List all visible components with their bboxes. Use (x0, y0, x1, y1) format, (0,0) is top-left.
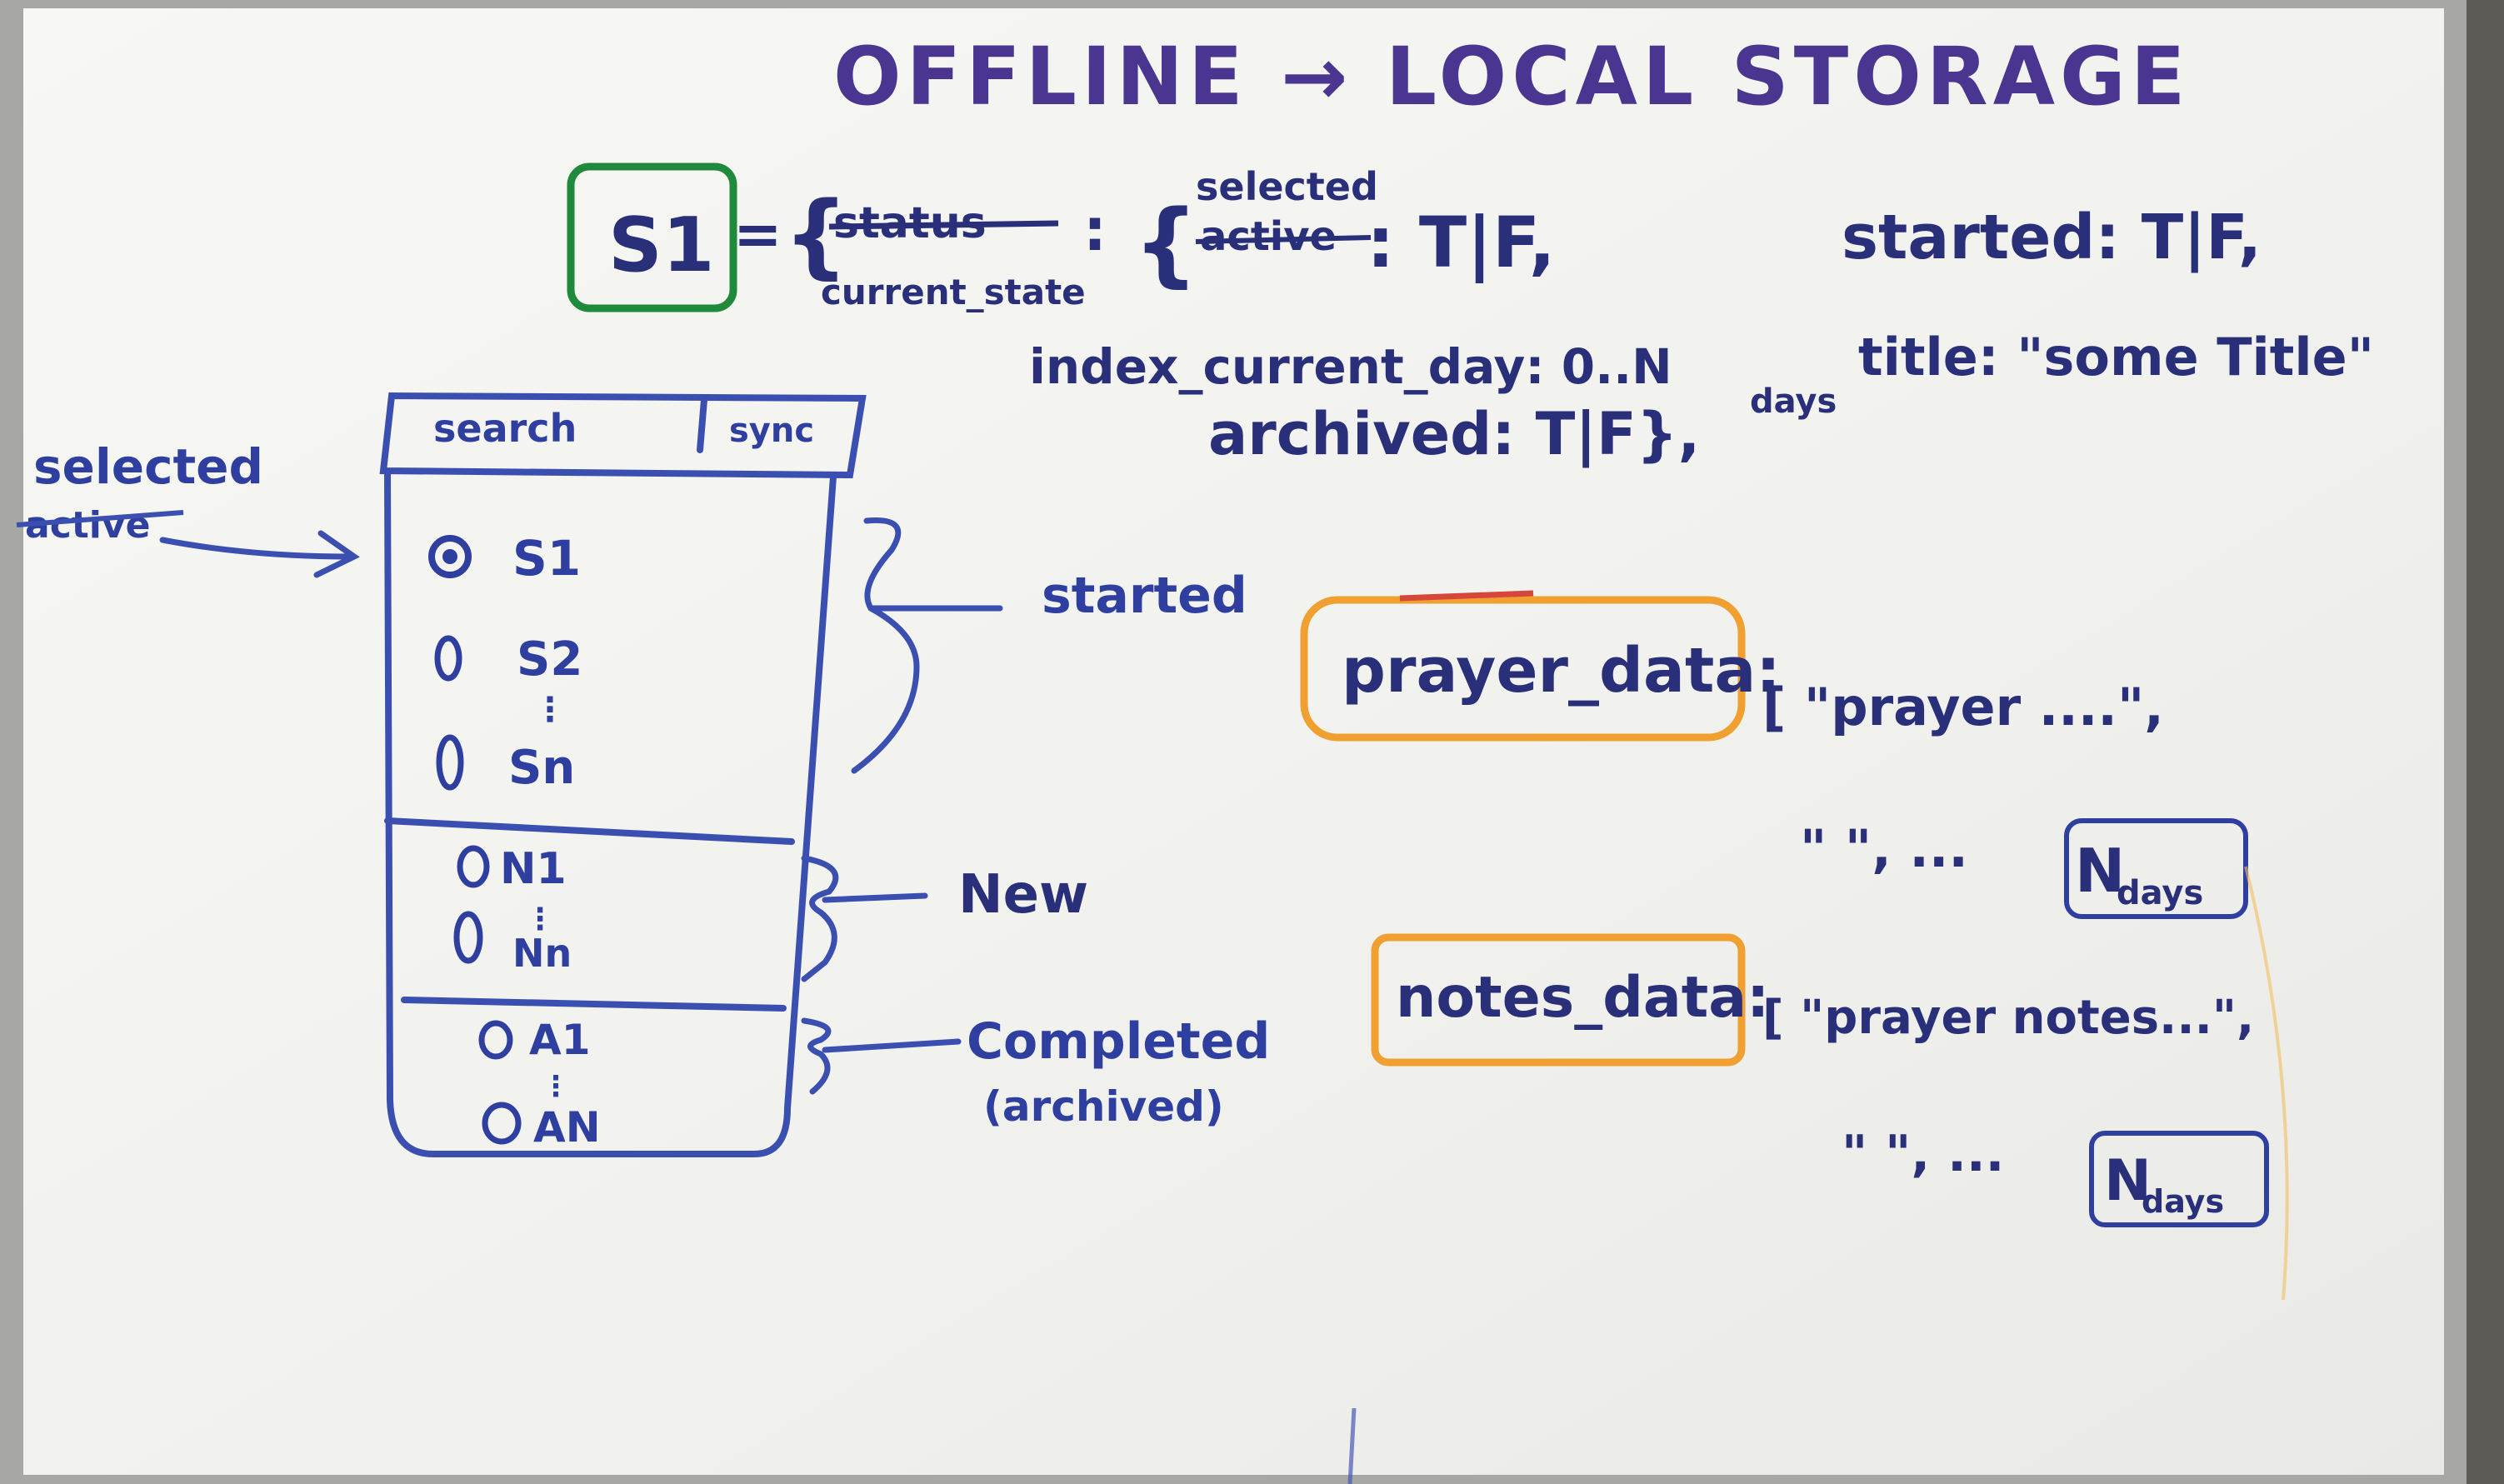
started-radio-dot (442, 549, 457, 564)
strike-status (828, 220, 1059, 230)
started-radio-selected (428, 535, 472, 578)
selected-arrow (159, 530, 360, 578)
completed-radio-1 (478, 1020, 513, 1060)
started-ellipsis: ⋮ (533, 691, 567, 729)
new-item-1: N1 (500, 844, 567, 894)
completed-item-list: A1 ⋮ AN (478, 1016, 601, 1152)
schema-selected-value: : T|F, (1367, 202, 1556, 283)
started-radio-n (436, 734, 464, 791)
notes-data-line2: " ", ... (1842, 1125, 2004, 1183)
faint-vertical-mark (1347, 1407, 1357, 1484)
prayer-box-red-mark (1399, 590, 1534, 602)
schema-current-state: current_state (821, 272, 1086, 312)
right-wall (2467, 0, 2504, 1484)
new-leader (822, 892, 928, 903)
prayer-data-line2: " ", ... (1800, 818, 1968, 879)
notes-ndays-days: days (2142, 1183, 2224, 1220)
schema-open-brace: { (783, 182, 848, 288)
mockup-header-outline (379, 392, 867, 479)
strike-active (1195, 235, 1372, 244)
schema-days-subscript: days (1750, 382, 1837, 421)
started-item-n: Sn (508, 741, 575, 795)
struck-active-note: active (25, 504, 150, 547)
prayer-data-line1: [ "prayer ....", (1762, 677, 2164, 737)
schema-equals: = (733, 200, 782, 268)
section-braces (801, 517, 1003, 1095)
archived-section-label: (archived) (983, 1082, 1224, 1131)
new-item-n: Nn (512, 931, 572, 976)
completed-item-1: A1 (529, 1016, 591, 1064)
schema-archived: archived: T|F}, (1208, 400, 1700, 468)
new-radio-n (453, 911, 483, 964)
schema-selected-label: selected (1196, 164, 1378, 209)
started-item-list: S1 S2 ⋮ Sn (428, 530, 582, 795)
strike-active-note (16, 510, 184, 527)
new-radio-1 (457, 845, 490, 888)
board-title: OFFLINE → LOCAL STORAGE (833, 30, 2190, 123)
completed-ellipsis: ⋮ (542, 1070, 570, 1103)
completed-item-n: AN (533, 1103, 601, 1152)
new-item-list: N1 ⋮ Nn (453, 844, 572, 976)
schema-title-field: title: "some Title" (1858, 327, 2374, 387)
new-ellipsis: ⋮ (525, 902, 555, 937)
faint-orange-stroke (2244, 866, 2289, 1301)
notes-data-key: notes_data: (1396, 965, 1769, 1031)
completed-section-label: Completed (967, 1012, 1270, 1071)
completed-radio-n (482, 1102, 522, 1145)
prayer-data-box (1300, 596, 1746, 742)
schema-inner-brace: { (1133, 190, 1198, 297)
schema-started: started: T|F, (1842, 202, 2262, 273)
new-brace (801, 855, 839, 982)
completed-brace (801, 1017, 832, 1095)
started-item-2: S2 (517, 632, 582, 687)
notes-data-box (1371, 933, 1746, 1067)
schema-colon: : (1083, 196, 1107, 264)
started-section-label: started (1042, 567, 1247, 625)
schema-index: index_current_day: 0..N (1029, 338, 1672, 395)
board-surface (23, 8, 2444, 1475)
mockup-header-divider (697, 397, 707, 453)
notes-data-line1: [ "prayer notes...", (1762, 991, 2254, 1045)
notes-ndays-n: N (2104, 1148, 2152, 1214)
s1-key-box (567, 162, 737, 312)
started-radio-2 (434, 635, 462, 682)
completed-leader (822, 1038, 962, 1053)
mockup-divider-new-completed (401, 997, 787, 1012)
new-section-label: New (958, 864, 1088, 926)
s1-key-label: S1 (608, 202, 714, 289)
mockup-divider-started-new (384, 817, 795, 845)
prayer-ndays-n: N (2075, 836, 2125, 906)
mockup-body-outline (384, 470, 837, 1157)
prayer-data-key: prayer_data: (1342, 635, 1781, 707)
notes-ndays-box (2089, 1131, 2269, 1227)
selected-note: selected (33, 438, 263, 495)
app-mockup-sketch (379, 392, 867, 1157)
prayer-ndays-days: days (2117, 874, 2203, 912)
started-item-1: S1 (512, 530, 581, 587)
mockup-sync-label: sync (729, 412, 814, 450)
mockup-search-label: search (433, 406, 577, 451)
